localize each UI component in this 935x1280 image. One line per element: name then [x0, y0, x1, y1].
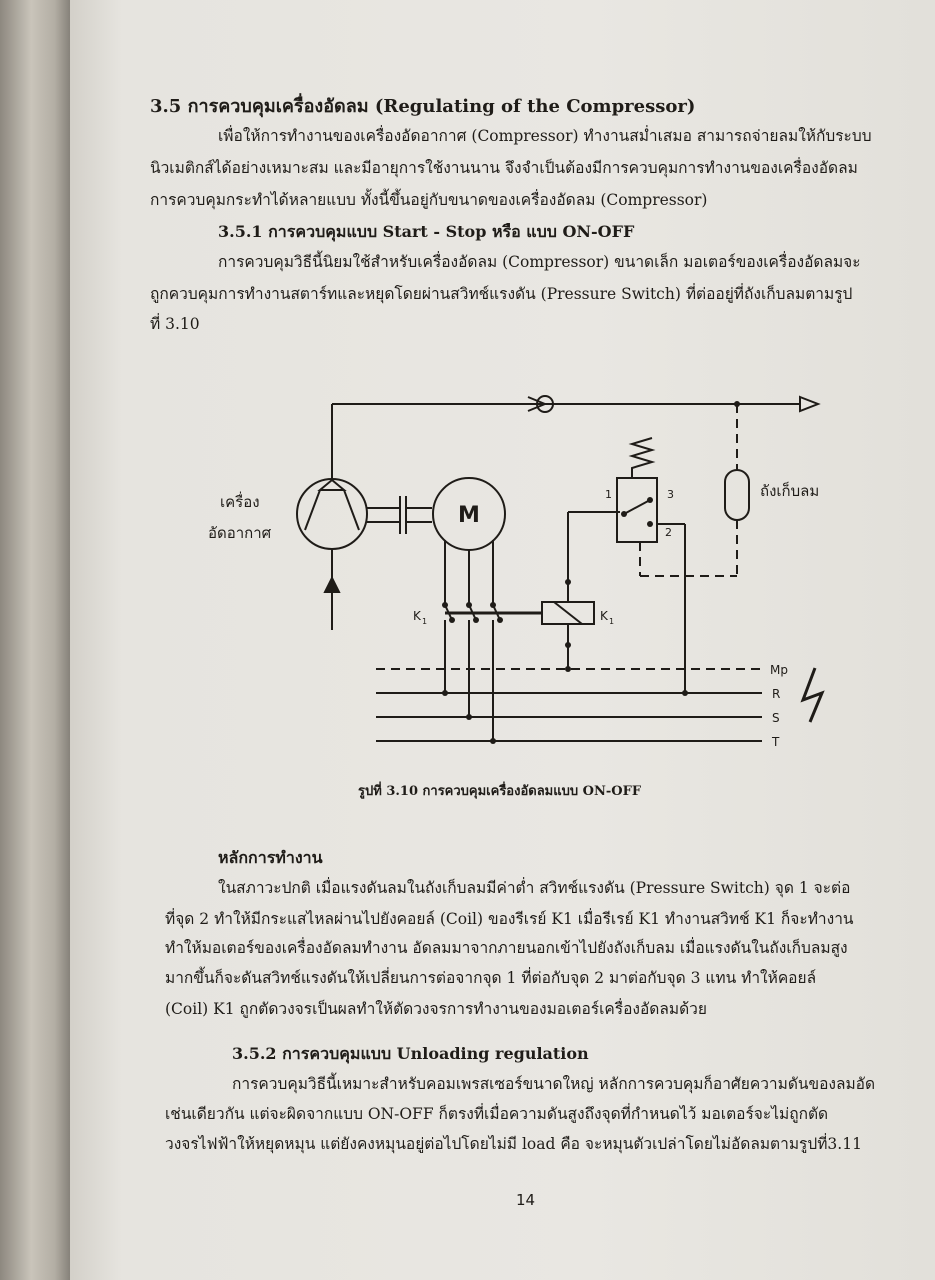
page-number: 14 — [516, 1191, 536, 1209]
section-3-5-1-title: 3.5.1 การควบคุมแบบ Start - Stop หรือ แบบ… — [218, 222, 635, 241]
paragraph-line: นิวเมติกส์ได้อย่างเหมาะสม และมีอายุการใช… — [150, 159, 858, 177]
k1-subscript: 1 — [609, 617, 614, 626]
motor-label: M — [458, 503, 480, 528]
paragraph-line: ทำให้มอเตอร์ของเครื่องอัดลมทำงาน อัดลมมา… — [165, 939, 848, 957]
compressor-label: อัดอากาศ — [208, 524, 272, 542]
document-page — [70, 0, 935, 1280]
principle-heading: หลักการทำงาน — [218, 848, 323, 867]
paragraph-line: ถูกควบคุมการทำงานสตาร์ทและหยุดโดยผ่านสวิ… — [150, 285, 853, 303]
paragraph-line: การควบคุมวิธีนี้เหมาะสำหรับคอมเพรสเซอร์ข… — [232, 1075, 876, 1093]
line-t-label: T — [771, 735, 780, 749]
k1-subscript: 1 — [422, 617, 427, 626]
switch-point-1: 1 — [605, 488, 612, 501]
figure-caption: รูปที่ 3.10 การควบคุมเครื่องอัดลมแบบ ON-… — [358, 784, 642, 799]
section-3-5-2-title: 3.5.2 การควบคุมแบบ Unloading regulation — [232, 1044, 589, 1063]
switch-point-3: 3 — [667, 488, 674, 501]
paragraph-line: มากขึ้นก็จะดันสวิทช์แรงดันให้เปลี่ยนการต… — [165, 969, 817, 987]
on-off-control-diagram: เครื่อง อัดอากาศ ถังเก็บลม M K 1 K 1 1 2… — [208, 395, 825, 749]
paragraph-line: (Coil) K1 ถูกตัดวงจรเป็นผลทำให้ตัดวงจรกา… — [165, 1000, 707, 1018]
paragraph-line: ที่จุด 2 ทำให้มีกระแสไหลผ่านไปยังคอยล์ (… — [165, 910, 854, 928]
paragraph-line: วงจรไฟฟ้าให้หยุดหมุน แต่ยังคงหมุนอยู่ต่อ… — [165, 1135, 862, 1153]
paragraph-line: ในสภาวะปกติ เมื่อแรงดันลมในถังเก็บลมมีค่… — [218, 879, 851, 897]
k1-label-left: K — [413, 609, 422, 623]
tank-label: ถังเก็บลม — [760, 481, 819, 500]
switch-point-2: 2 — [665, 526, 672, 539]
k1-label-right: K — [600, 609, 609, 623]
book-spine — [0, 0, 78, 1280]
compressor-label: เครื่อง — [220, 491, 260, 511]
section-3-5-title: 3.5 การควบคุมเครื่องอัดลม (Regulating of… — [150, 96, 696, 117]
line-mp-label: Mp — [770, 663, 788, 677]
paragraph-line: เพื่อให้การทำงานของเครื่องอัดอากาศ (Comp… — [218, 127, 872, 145]
paragraph-line: การควบคุมวิธีนี้นิยมใช้สำหรับเครื่องอัดล… — [218, 253, 861, 271]
line-s-label: S — [772, 711, 780, 725]
paragraph-line: การควบคุมกระทำได้หลายแบบ ทั้งนี้ขึ้นอยู่… — [150, 191, 708, 209]
paragraph-line: ที่ 3.10 — [150, 315, 200, 333]
line-r-label: R — [772, 687, 780, 701]
paragraph-line: เช่นเดียวกัน แต่จะผิดจากแบบ ON-OFF ก็ตรง… — [165, 1105, 829, 1123]
